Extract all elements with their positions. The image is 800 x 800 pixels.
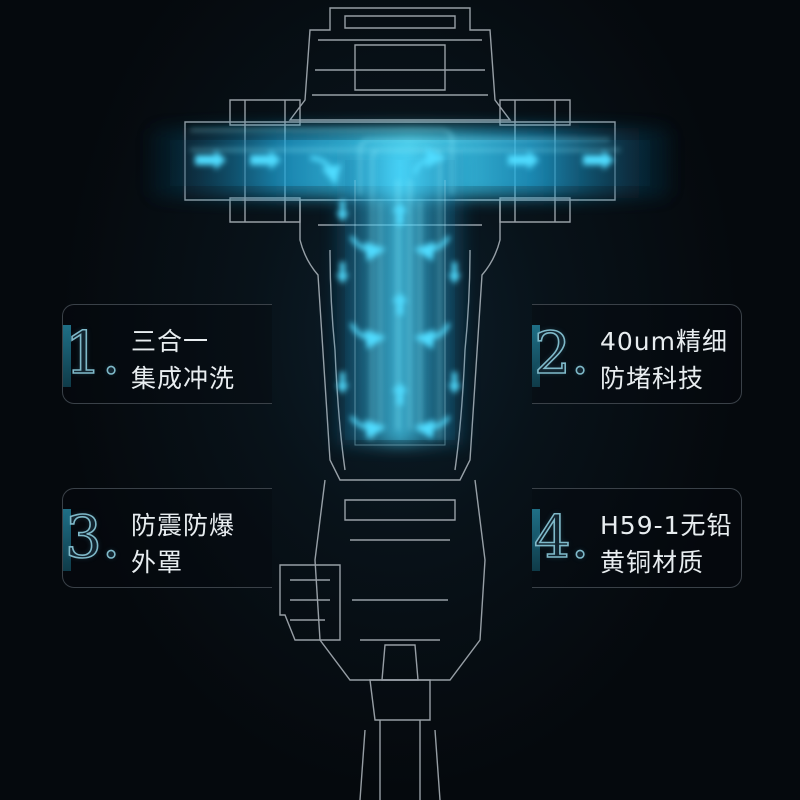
feature-line-1: 40um精细 (600, 327, 729, 356)
feature-card-3: 3. 防震防爆 外罩 (62, 488, 272, 588)
feature-line-2: 防堵科技 (600, 364, 705, 393)
feature-line-2: 黄铜材质 (600, 548, 705, 577)
swirl-arrow-icon (310, 148, 450, 440)
feature-card-4: 4. H59-1无铅 黄铜材质 (532, 488, 742, 588)
feature-card-2: 2. 40um精细 防堵科技 (532, 304, 742, 404)
feature-line-2: 外罩 (131, 548, 184, 577)
feature-line-1: H59-1无铅 (600, 511, 733, 540)
feature-title: 三合一 集成冲洗 (131, 327, 235, 393)
feature-card-1: 1. 三合一 集成冲洗 (62, 304, 272, 404)
feature-number-bar (532, 509, 540, 571)
feature-title: 40um精细 防堵科技 (600, 327, 728, 393)
feature-number: 1. (64, 318, 121, 388)
feature-line-1: 防震防爆 (131, 511, 236, 540)
feature-number-bar (532, 325, 540, 387)
feature-title: 防震防爆 外罩 (131, 511, 235, 577)
feature-number: 4. (533, 502, 590, 572)
feature-number-bar (63, 509, 71, 571)
flow-arrow-icon (195, 150, 614, 405)
feature-title: H59-1无铅 黄铜材质 (600, 511, 733, 577)
feature-number-bar (63, 325, 71, 387)
feature-line-1: 三合一 (131, 327, 210, 356)
feature-number: 2. (533, 318, 590, 388)
feature-number: 3. (64, 502, 121, 572)
feature-line-2: 集成冲洗 (131, 364, 236, 393)
